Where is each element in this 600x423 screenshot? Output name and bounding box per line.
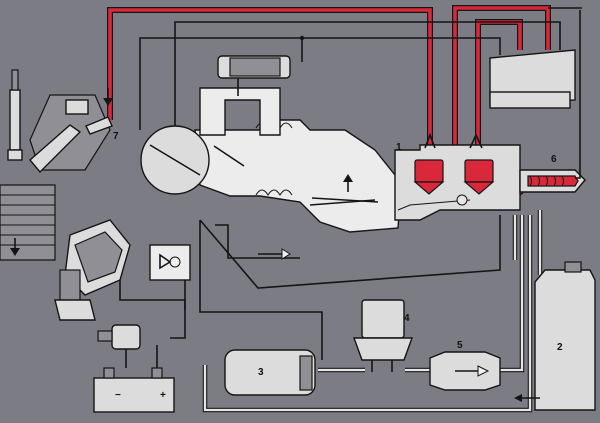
battery xyxy=(93,345,175,413)
engine-cylinder-head xyxy=(0,88,113,261)
label-2: 2 xyxy=(557,342,563,353)
label-1: 1 xyxy=(396,142,402,153)
label-4: 4 xyxy=(404,313,410,324)
component-labels: 7 1 6 4 5 2 3 − + xyxy=(113,131,563,401)
fuel-pump xyxy=(353,299,413,372)
fuel-distributor xyxy=(394,132,521,221)
fuel-tank xyxy=(514,261,596,411)
relay-switch xyxy=(149,244,191,281)
fuel-filter xyxy=(429,351,501,391)
throttle-body xyxy=(140,125,210,195)
battery-minus-label: − xyxy=(115,390,121,401)
spark-plug xyxy=(7,69,23,161)
label-3: 3 xyxy=(258,367,264,378)
control-lines xyxy=(70,21,561,360)
fuel-accumulator xyxy=(224,349,316,396)
ignition-distributor xyxy=(54,219,131,321)
ignition-switch xyxy=(97,324,141,362)
label-7: 7 xyxy=(113,131,119,142)
intake-duct xyxy=(194,119,401,260)
label-6: 6 xyxy=(551,154,557,165)
battery-plus-label: + xyxy=(160,390,166,401)
air-flow-meter xyxy=(199,55,291,136)
fuel-return-lines xyxy=(202,210,543,413)
warm-up-regulator xyxy=(519,169,586,193)
label-5: 5 xyxy=(457,340,463,351)
pressure-unit-box xyxy=(489,7,582,179)
